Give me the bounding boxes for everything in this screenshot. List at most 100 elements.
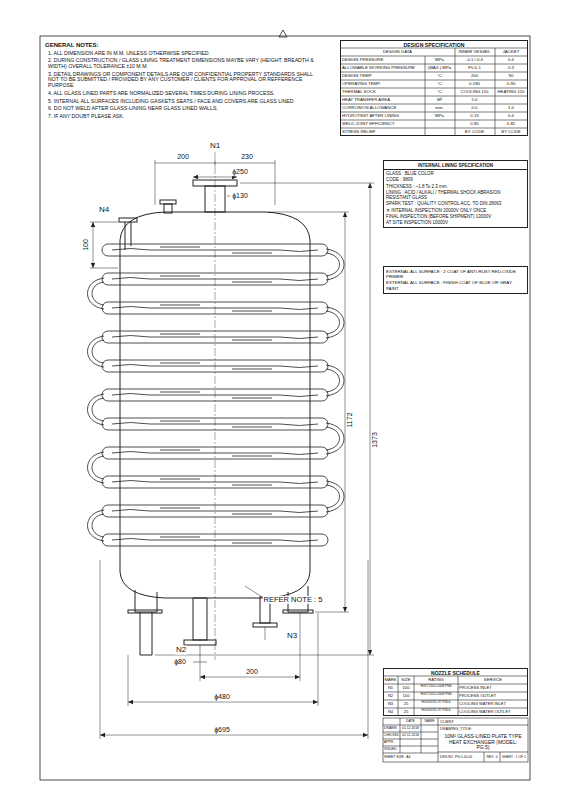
bottom-head <box>120 572 310 598</box>
table-cell: FV-0.1 <box>456 66 493 71</box>
spec-grid <box>340 48 528 136</box>
table-header: JACKET <box>496 50 526 55</box>
nozzle-grid <box>383 676 528 716</box>
table-cell: 200 <box>456 74 493 79</box>
table-cell: HEAT TRANSFER AREA <box>342 98 423 103</box>
table-cell: HG/20592-97 PN16 <box>415 709 457 713</box>
u-bend <box>88 278 105 309</box>
dimension: ϕ130 <box>231 192 249 200</box>
ext-line <box>155 183 374 655</box>
table-cell: 25 <box>399 702 413 707</box>
plate-band <box>102 331 328 343</box>
table-cell: WELD JOINT EFFICIENCY <box>342 122 423 127</box>
dimension: 100 <box>82 238 90 252</box>
right-base <box>283 610 313 613</box>
u-bend <box>326 311 340 334</box>
table-header: SERVICE <box>459 678 527 683</box>
u-bend <box>326 249 344 280</box>
table-cell: N4 <box>384 710 397 715</box>
n4-pipe <box>125 222 131 250</box>
top-boss <box>164 204 172 213</box>
table-cell: 0-180 <box>456 82 493 87</box>
nozzle-mark: N3 <box>286 632 298 641</box>
plate-weld <box>112 394 318 397</box>
table-cell: HYDROTEST AFTER LINING <box>342 114 423 119</box>
plate-band <box>102 476 328 488</box>
title-cell: DRAWN <box>384 727 399 731</box>
u-bend <box>92 282 104 305</box>
table-cell: N2 <box>384 694 397 699</box>
u-bend <box>92 398 104 421</box>
dimension: ϕ695 <box>213 726 231 734</box>
table-cell: BY CODE <box>496 130 526 135</box>
heat-exchanger <box>119 152 313 660</box>
u-bend <box>88 510 105 541</box>
plate-dimple <box>160 334 272 340</box>
center-mark <box>279 30 287 37</box>
title-cell: SHEET : 1 OF 1 <box>501 756 527 760</box>
title-cell: 01.12.2018 <box>401 727 420 731</box>
left-leg <box>135 590 157 612</box>
paint-spec-box: EXTERNAL ALL SURFACE : 2 COAT OF ANTI-RU… <box>383 266 528 294</box>
n1-flange <box>193 180 237 186</box>
u-bend <box>88 394 105 425</box>
title-cell: CLIENT: <box>440 720 526 724</box>
table-cell: CORROSION ALLOWANCE <box>342 106 423 111</box>
table-cell: STRESS RELIEF <box>342 130 423 135</box>
top-boss-flange <box>160 200 176 204</box>
table-cell: MPa <box>426 58 453 63</box>
plate-weld <box>112 539 318 542</box>
general-note: 2. DURING CONSTRUCTION / GLASS LINING TR… <box>48 58 320 69</box>
table-cell: 0.85 <box>456 122 493 127</box>
centerline <box>215 152 216 660</box>
spec-line: FINAL INSPECTION (BEFORE SHIPMENT) 13000… <box>386 213 525 219</box>
ext-line <box>268 212 349 612</box>
drawing-title: 10M² GLASS-LINED PLATE TYPE HEAT EXCHANG… <box>442 734 524 751</box>
plate-band <box>102 302 328 314</box>
plate-dimple <box>160 247 272 253</box>
title-cell: DATE <box>401 720 420 724</box>
table-cell: 0.4 <box>496 114 526 119</box>
left-base <box>128 610 162 613</box>
title-cell: APPR. <box>384 741 399 745</box>
dimension: 1172 <box>346 411 354 428</box>
title-cell: DRAWING_TITLE: <box>440 727 526 731</box>
general-note: 7. IF ANY DOUBT PLEASE ASK. <box>48 114 320 120</box>
ext-line <box>200 613 300 681</box>
nozzle-mark: N2 <box>175 646 187 655</box>
u-bend <box>92 340 104 363</box>
general-note: 6. DO NOT WELD AFTER GLASS-LINING NEAR G… <box>48 106 320 112</box>
table-cell: 0.13 <box>456 114 493 119</box>
plate-dimple <box>160 508 272 514</box>
table-header: SIZE <box>399 678 413 683</box>
dimensions <box>90 160 374 739</box>
table-cell: 5.0 <box>456 98 493 103</box>
plate-weld <box>112 510 318 513</box>
table-cell: MPa <box>426 114 453 119</box>
table-cell: °C <box>426 74 453 79</box>
ext-line <box>90 222 118 268</box>
dim-line <box>370 183 371 655</box>
nozzle-mark: N1 <box>209 142 221 151</box>
title-cell: ISSUED <box>384 748 399 752</box>
plate-weld <box>112 249 318 252</box>
general-note: 1. ALL DIMENSION ARE IN M.M. UNLESS OTHE… <box>48 51 320 57</box>
plate-band <box>102 418 328 430</box>
general-note: 3. DETAIL DRAWINGS OR COMPONENT DETAILS … <box>48 72 320 89</box>
table-cell: ALLOWABLE WORKING PRESSURE <box>342 66 423 71</box>
title-cell: NAME <box>422 720 437 724</box>
table-cell: BY CODE <box>456 130 493 135</box>
plate-band <box>102 447 328 459</box>
title-cell: CHECKED <box>384 734 399 737</box>
ext-line <box>128 613 318 706</box>
table-cell: 100 <box>399 694 413 699</box>
u-bend <box>326 481 344 512</box>
plate-band <box>102 244 328 256</box>
title-cell: REV.: 0 <box>485 756 499 760</box>
table-cell: 0.3 <box>496 66 526 71</box>
n2-neck <box>193 598 207 640</box>
plate-dimple <box>160 479 272 485</box>
dim-line <box>100 735 368 736</box>
shell <box>120 240 310 572</box>
